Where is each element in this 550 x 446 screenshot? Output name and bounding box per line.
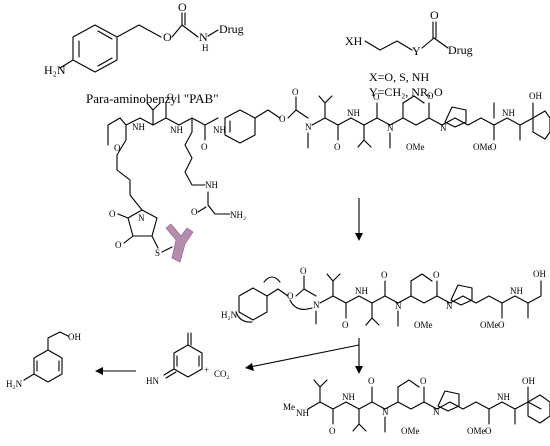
caproyl-carbonyl-o: O: [114, 143, 121, 153]
mmae-co-4: O: [490, 142, 497, 152]
cit-amide-nh: NH: [170, 125, 183, 135]
urea-nh: NH: [205, 180, 218, 190]
mmae-co-3: O: [427, 91, 434, 101]
aza-quinone-methide: HN + CO₂: [146, 332, 230, 386]
free-phenyl: [527, 394, 550, 424]
adc-carbamate-o: O: [279, 114, 286, 124]
int-co-4: O: [498, 320, 505, 330]
pab-benzene-ring: [72, 24, 118, 73]
pab-amide-h: H: [202, 43, 209, 53]
adc-carbamate-n: N: [305, 122, 312, 132]
free-pro-n: N: [433, 407, 440, 417]
generic-drug-label: Drug: [448, 43, 473, 57]
pab-carbonyl-oxygen: O: [178, 0, 187, 14]
plus-sign: +: [204, 365, 209, 375]
maleimide-o-2: O: [115, 240, 122, 250]
pab-alcohol-h2n: H₂N: [6, 379, 23, 389]
int-ome-1: OMe: [414, 320, 433, 330]
mmae-co-1: O: [334, 142, 341, 152]
mmae-nh-1: NH: [347, 108, 360, 118]
int-ome-2: OMe: [480, 320, 499, 330]
int-co-3: O: [433, 270, 440, 280]
pab-amide-n: N: [199, 30, 208, 44]
pab-h2n-label: H₂N: [44, 63, 66, 77]
adc-full-structure: O NH O NH O NH O NH₂ NH O O N O N: [107, 87, 550, 258]
pab-alcohol: OH H₂N: [6, 331, 81, 389]
free-co-2: O: [368, 376, 375, 386]
urea-o: O: [191, 207, 198, 217]
int-h2n: H₂N: [221, 310, 238, 320]
int-pro-n: N: [446, 301, 453, 311]
int-pyrrolidine: [450, 284, 473, 306]
pab-carbamate-structure: O O N H Drug H₂N Para-aminobenzyl "PAB": [44, 0, 244, 106]
pab-anilide-n: NH: [213, 125, 226, 135]
int-n-2: N: [395, 301, 402, 311]
y-definition: Y=CH₂, NR, O: [369, 85, 443, 99]
free-ome-2: OMe: [467, 426, 486, 436]
int-co-1: O: [342, 320, 349, 330]
free-pyrrolidine: [437, 390, 460, 412]
int-carbamate-co: O: [300, 266, 307, 276]
val-amide-nh: NH: [132, 122, 145, 132]
arrow-cleavage: [355, 198, 363, 241]
free-nh-1: NH: [342, 392, 355, 402]
free-co-3: O: [420, 376, 427, 386]
free-ome-1: OMe: [401, 426, 420, 436]
generic-spacer-structure: XH Y O Drug X=O, S, NH Y=CH₂, NR, O: [345, 8, 473, 99]
mmae-terminal-nh: NH: [296, 408, 309, 418]
arrow-fragmentation: [95, 338, 363, 375]
urea-nh2: NH₂: [230, 210, 246, 220]
val-carbonyl-o: O: [167, 92, 174, 102]
int-nh-1: NH: [355, 286, 368, 296]
y-label: Y: [412, 44, 421, 58]
mmae-n-2: N: [387, 123, 394, 133]
mmae-pro-n: N: [440, 123, 447, 133]
pab-alcohol-oh: OH: [68, 332, 81, 342]
cit-carbonyl-o: O: [201, 142, 208, 152]
pab-drug-label: Drug: [219, 22, 244, 36]
mmae-ome-2: OMe: [473, 142, 492, 152]
int-pab-ring: [238, 287, 268, 321]
free-oh: OH: [522, 376, 535, 386]
adc-carbamate-co: O: [292, 87, 299, 97]
mmae-oh-1: OH: [529, 91, 542, 101]
int-carbamate-o: O: [287, 291, 294, 301]
int-nh-2: NH: [510, 286, 523, 296]
int-carbamate-n: N: [313, 300, 320, 310]
mmae-ome-1: OMe: [406, 142, 425, 152]
generic-carbonyl-oxygen: O: [430, 8, 439, 22]
mmae-pyrrolidine-1: [444, 106, 467, 128]
mmae-nh-2: NH: [502, 108, 515, 118]
x-definition: X=O, S, NH: [369, 70, 429, 84]
maleimide-o-1: O: [109, 209, 116, 219]
free-co-1: O: [329, 426, 336, 436]
mmae-phenyl-1: [532, 110, 550, 140]
co2-label: CO₂: [214, 369, 230, 379]
pab-ester-oxygen: O: [163, 30, 172, 44]
thioether-s: S: [155, 248, 160, 258]
free-mmae-structure: Me NH O NH O N OMe O N OMe O NH OH: [283, 376, 550, 436]
antibody-icon: [165, 223, 194, 263]
free-co-4: O: [485, 426, 492, 436]
int-co-2: O: [381, 270, 388, 280]
maleimide-ring: [127, 209, 158, 237]
intermediate-structure: H₂N O O N O NH O N OMe O N OMe O NH: [221, 266, 546, 330]
maleimide-n: N: [138, 213, 145, 223]
xh-label: XH: [345, 34, 363, 48]
mmae-me: Me: [283, 402, 295, 412]
free-n-2: N: [382, 407, 389, 417]
int-oh: OH: [533, 269, 546, 279]
mmae-co-2: O: [373, 92, 380, 102]
pab-caption: Para-aminobenzyl "PAB": [86, 91, 219, 106]
aqm-hn: HN: [146, 376, 159, 386]
free-nh-2: NH: [497, 392, 510, 402]
